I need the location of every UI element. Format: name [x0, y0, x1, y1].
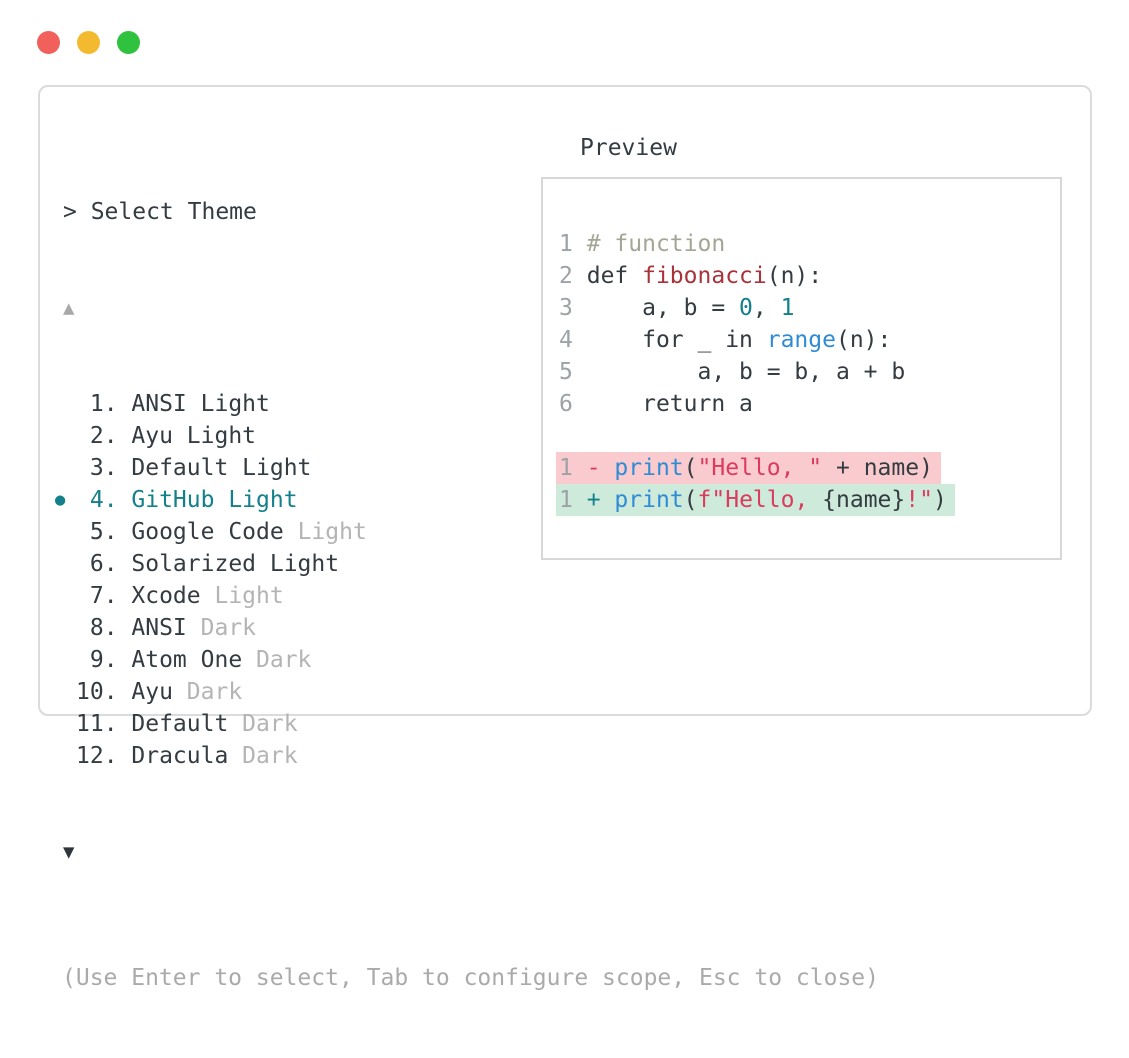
token-text: + name) [822, 455, 933, 481]
token-text: ( [683, 455, 698, 481]
theme-item-label: 3. Default Light [76, 455, 312, 481]
token-builtin: print [614, 487, 684, 513]
theme-item-label: 2. Ayu Light [76, 423, 257, 449]
theme-item-label: 12. Dracula Dark [76, 743, 298, 769]
bullet-spacer [55, 452, 76, 484]
picker-prompt: > Select Theme [63, 199, 257, 225]
theme-item-label: 1. ANSI Light [76, 391, 270, 417]
theme-item-atom-one-dark[interactable]: 9. Atom One Dark [55, 644, 879, 676]
token-num: 0 [739, 295, 753, 321]
theme-variant-label: Dark [172, 679, 243, 705]
token-builtin: print [614, 455, 684, 481]
theme-variant-label: Dark [186, 615, 257, 641]
code-line: 5 a, b = b, a + b [559, 356, 1060, 388]
preview-label: Preview [580, 135, 677, 161]
theme-item-ansi-light[interactable]: 1. ANSI Light [55, 388, 879, 420]
bullet-spacer [55, 580, 76, 612]
token-func: fibonacci [642, 263, 767, 289]
code-line: 3 a, b = 0, 1 [559, 292, 1060, 324]
blank-line [559, 420, 1060, 452]
token-comment: # function [586, 231, 726, 257]
theme-variant-label: Dark [228, 743, 298, 769]
bullet-spacer [55, 516, 76, 548]
token-text: a, b = [586, 295, 740, 321]
theme-item-xcode-light[interactable]: 7. Xcode Light [55, 580, 879, 612]
theme-item-dracula-dark[interactable]: 12. Dracula Dark [55, 740, 879, 772]
theme-item-label: 7. Xcode Light [76, 583, 284, 609]
line-number: 6 [559, 391, 573, 417]
line-number: 1 [559, 487, 573, 513]
token-text: , [752, 295, 781, 321]
token-text: ) [932, 487, 947, 513]
token-string: f"Hello, [697, 487, 823, 513]
window-controls [37, 31, 140, 54]
bullet-spacer [55, 420, 76, 452]
bullet-spacer [55, 708, 76, 740]
token-sign-added: + [586, 487, 615, 513]
bullet-spacer [55, 388, 76, 420]
line-number: 1 [559, 455, 573, 481]
token-text: ( [683, 487, 698, 513]
bullet-spacer [55, 740, 76, 772]
theme-variant-label: Light [283, 519, 367, 545]
token-text: return a [586, 391, 753, 417]
bullet-spacer [55, 548, 76, 580]
theme-item-default-light[interactable]: 3. Default Light [55, 452, 879, 484]
token-text: (n): [766, 263, 823, 289]
theme-variant-label: Dark [228, 711, 298, 737]
scroll-down-icon[interactable]: ▼ [63, 841, 75, 863]
theme-picker-window: > Select Theme ▲ 1. ANSI Light 2. Ayu Li… [38, 85, 1092, 991]
token-string: !" [905, 487, 933, 513]
theme-item-ansi-dark[interactable]: 8. ANSI Dark [55, 612, 879, 644]
theme-item-google-code-light[interactable]: 5. Google Code Light [55, 516, 879, 548]
theme-item-ayu-dark[interactable]: 10. Ayu Dark [55, 676, 879, 708]
keyboard-hints: (Use Enter to select, Tab to configure s… [62, 965, 879, 991]
theme-item-label: 6. Solarized Light [76, 551, 340, 577]
theme-variant-label: Light [200, 583, 284, 609]
token-builtin: range [766, 327, 836, 353]
bullet-spacer [55, 612, 76, 644]
line-number: 2 [559, 263, 573, 289]
token-sign-removed: - [586, 455, 615, 481]
token-text: def [586, 263, 643, 289]
token-text: a, b = b, a + b [586, 359, 906, 385]
minimize-button[interactable] [77, 31, 100, 54]
selected-bullet-icon: ● [55, 490, 66, 510]
theme-item-label: 5. Google Code Light [76, 519, 367, 545]
bullet-spacer [55, 676, 76, 708]
line-number: 5 [559, 359, 573, 385]
token-text: (n): [835, 327, 892, 353]
theme-item-label: 9. Atom One Dark [76, 647, 312, 673]
close-button[interactable] [37, 31, 60, 54]
code-line: 1 # function [559, 228, 1060, 260]
token-text: for _ in [586, 327, 767, 353]
theme-item-label: 8. ANSI Dark [76, 615, 257, 641]
theme-item-ayu-light[interactable]: 2. Ayu Light [55, 420, 879, 452]
token-text: {name} [822, 487, 906, 513]
theme-item-label: 10. Ayu Dark [76, 679, 243, 705]
line-number: 3 [559, 295, 573, 321]
zoom-button[interactable] [117, 31, 140, 54]
line-number: 1 [559, 231, 573, 257]
theme-item-label: 4. GitHub Light [76, 487, 298, 513]
diff-added-line: 1 + print(f"Hello, {name}!") [556, 484, 1060, 516]
token-string: "Hello, " [697, 455, 823, 481]
diff-removed-line: 1 - print("Hello, " + name) [556, 452, 1060, 484]
token-num: 1 [780, 295, 795, 321]
theme-item-label: 11. Default Dark [76, 711, 298, 737]
theme-item-default-dark[interactable]: 11. Default Dark [55, 708, 879, 740]
code-line: 2 def fibonacci(n): [559, 260, 1060, 292]
code-line: 4 for _ in range(n): [559, 324, 1060, 356]
code-line: 6 return a [559, 388, 1060, 420]
bullet-spacer [55, 644, 76, 676]
theme-variant-label: Dark [242, 647, 312, 673]
theme-item-github-light[interactable]: ● 4. GitHub Light [55, 484, 879, 516]
line-number: 4 [559, 327, 573, 353]
theme-item-solarized-light[interactable]: 6. Solarized Light [55, 548, 879, 580]
scroll-up-icon[interactable]: ▲ [63, 297, 75, 319]
